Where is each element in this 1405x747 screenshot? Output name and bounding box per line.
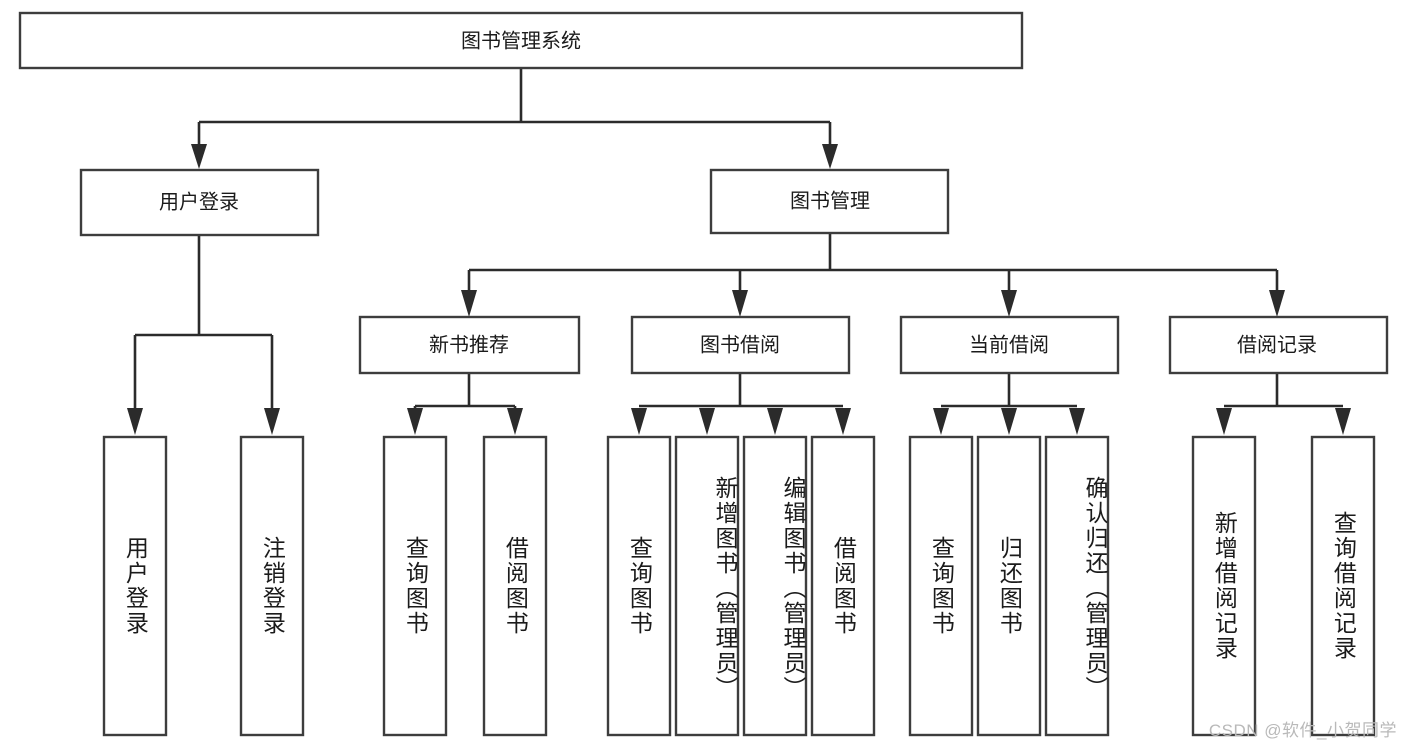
leaf-label-wrap-current-borrow-3: 确认归还（管理员） xyxy=(1082,475,1108,701)
arrow-head-newbook-leaf-1 xyxy=(407,408,423,435)
leaf-box-borrow-record-1[interactable] xyxy=(1191,435,1257,737)
leaf-label-book-borrow-4: 借阅图书 xyxy=(830,536,857,636)
leaf-box-book-borrow-1[interactable] xyxy=(606,435,672,737)
leaf-box-book-borrow-3[interactable] xyxy=(742,435,808,737)
leaf-label-new-book-1: 查询图书 xyxy=(402,536,429,636)
node-book-management[interactable]: 图书管理 xyxy=(709,168,950,235)
arrow-head-borrowrecord-leaf-2 xyxy=(1335,408,1351,435)
watermark-text: CSDN @软件_小贺同学 xyxy=(1208,721,1397,740)
leaf-label-current-borrow-1: 查询图书 xyxy=(928,536,955,636)
arrow-head-userlogin-leaf-2 xyxy=(264,408,280,435)
arrow-head-book-borrow xyxy=(732,290,748,317)
leaf-label-group: 用户登录 注销登录 查询图书 借阅图书 查询图书 新增图书（管理员） 编辑图书（… xyxy=(122,475,1357,701)
node-book-management-label: 图书管理 xyxy=(790,189,870,212)
arrow-head-currentborrow-leaf-1 xyxy=(933,408,949,435)
arrow-head-new-book xyxy=(461,290,477,317)
node-book-borrow-box[interactable] xyxy=(630,315,851,375)
leaf-box-borrow-record-2[interactable] xyxy=(1310,435,1376,737)
arrow-head-currentborrow-leaf-3 xyxy=(1069,408,1085,435)
leaf-label-wrap-book-borrow-3: 编辑图书（管理员） xyxy=(780,475,806,701)
arrow-head-current-borrow xyxy=(1001,290,1017,317)
node-root[interactable]: 图书管理系统 xyxy=(18,11,1024,70)
node-current-borrow-box[interactable] xyxy=(899,315,1120,375)
node-current-borrow-label: 当前借阅 xyxy=(969,333,1049,356)
leaf-label-wrap-borrow-record-1: 新增借阅记录 xyxy=(1211,511,1238,661)
arrow-head-book-mgmt xyxy=(822,144,838,169)
arrow-head-newbook-leaf-2 xyxy=(507,408,523,435)
node-book-management-box[interactable] xyxy=(709,168,950,235)
connector-group xyxy=(127,68,1351,435)
arrow-head-user-login xyxy=(191,144,207,169)
leaf-label-wrap-book-borrow-1: 查询图书 xyxy=(626,536,653,636)
arrow-head-bookborrow-leaf-2 xyxy=(699,408,715,435)
node-new-book-recommend[interactable]: 新书推荐 xyxy=(358,315,581,375)
leaf-box-current-borrow-3[interactable] xyxy=(1044,435,1110,737)
node-book-borrow-label: 图书借阅 xyxy=(700,333,780,356)
arrow-head-bookborrow-leaf-4 xyxy=(835,408,851,435)
leaf-label-current-borrow-2: 归还图书 xyxy=(996,536,1023,636)
leaf-box-current-borrow-1[interactable] xyxy=(908,435,974,737)
arrow-head-userlogin-leaf-1 xyxy=(127,408,143,435)
node-book-borrow[interactable]: 图书借阅 xyxy=(630,315,851,375)
leaf-label-wrap-book-borrow-2: 新增图书（管理员） xyxy=(712,475,738,701)
node-user-login-box[interactable] xyxy=(79,168,320,237)
leaf-label-wrap-new-book-2: 借阅图书 xyxy=(502,536,529,636)
node-user-login[interactable]: 用户登录 xyxy=(79,168,320,237)
leaf-label-user-login-2: 注销登录 xyxy=(259,536,286,636)
leaf-label-book-borrow-2: 新增图书（管理员） xyxy=(712,475,738,701)
node-borrow-record[interactable]: 借阅记录 xyxy=(1168,315,1389,375)
leaf-box-current-borrow-2[interactable] xyxy=(976,435,1042,737)
arrow-head-currentborrow-leaf-2 xyxy=(1001,408,1017,435)
leaf-label-wrap-current-borrow-1: 查询图书 xyxy=(928,536,955,636)
arrow-head-bookborrow-leaf-1 xyxy=(631,408,647,435)
node-borrow-record-label: 借阅记录 xyxy=(1237,333,1317,356)
node-root-label: 图书管理系统 xyxy=(461,29,581,52)
node-borrow-record-box[interactable] xyxy=(1168,315,1389,375)
leaf-label-borrow-record-2: 查询借阅记录 xyxy=(1330,511,1357,661)
leaf-label-wrap-user-login-1: 用户登录 xyxy=(122,536,149,636)
leaf-box-new-book-1[interactable] xyxy=(382,435,448,737)
leaf-label-wrap-book-borrow-4: 借阅图书 xyxy=(830,536,857,636)
arrow-head-bookborrow-leaf-3 xyxy=(767,408,783,435)
leaf-label-wrap-current-borrow-2: 归还图书 xyxy=(996,536,1023,636)
leaf-label-wrap-borrow-record-2: 查询借阅记录 xyxy=(1330,511,1357,661)
leaf-label-book-borrow-3: 编辑图书（管理员） xyxy=(780,475,806,701)
leaf-label-borrow-record-1: 新增借阅记录 xyxy=(1211,511,1238,661)
node-new-book-recommend-label: 新书推荐 xyxy=(429,333,509,356)
leaf-box-user-login-2[interactable] xyxy=(239,435,305,737)
node-root-box[interactable] xyxy=(18,11,1024,70)
leaf-box-book-borrow-2[interactable] xyxy=(674,435,740,737)
leaf-label-user-login-1: 用户登录 xyxy=(122,536,149,636)
arrow-head-borrowrecord-leaf-1 xyxy=(1216,408,1232,435)
leaf-box-book-borrow-4[interactable] xyxy=(810,435,876,737)
leaf-label-book-borrow-1: 查询图书 xyxy=(626,536,653,636)
leaf-label-wrap-new-book-1: 查询图书 xyxy=(402,536,429,636)
node-new-book-recommend-box[interactable] xyxy=(358,315,581,375)
leaf-label-wrap-user-login-2: 注销登录 xyxy=(259,536,286,636)
leaf-box-new-book-2[interactable] xyxy=(482,435,548,737)
arrow-head-borrow-record xyxy=(1269,290,1285,317)
leaf-box-user-login-1[interactable] xyxy=(102,435,168,737)
leaf-label-current-borrow-3: 确认归还（管理员） xyxy=(1082,475,1108,701)
leaf-label-new-book-2: 借阅图书 xyxy=(502,536,529,636)
node-current-borrow[interactable]: 当前借阅 xyxy=(899,315,1120,375)
node-user-login-label: 用户登录 xyxy=(159,190,239,213)
